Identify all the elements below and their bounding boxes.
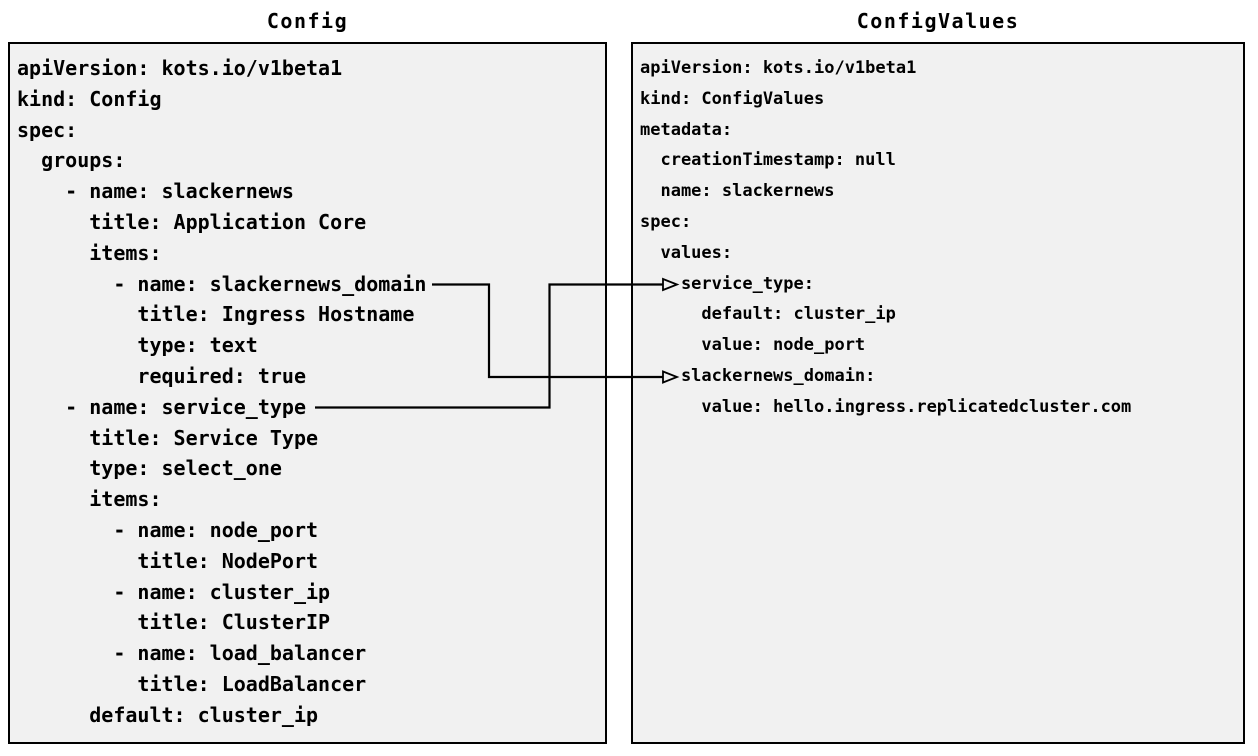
code-line: kind: Config: [17, 86, 162, 111]
code-line: title: Service Type: [17, 425, 319, 450]
config-panel-title: Config: [266, 9, 349, 33]
code-line: service_type:: [640, 273, 814, 294]
code-line: title: Ingress Hostname: [17, 302, 415, 327]
code-line: value: hello.ingress.replicatedcluster.c…: [640, 396, 1132, 417]
code-line: title: NodePort: [17, 548, 319, 573]
code-line: - name: slackernews_domain: [17, 271, 427, 296]
configvalues-yaml-box: apiVersion: kots.io/v1beta1 kind: ConfigV…: [631, 42, 1245, 744]
code-line: apiVersion: kots.io/v1beta1: [17, 56, 343, 80]
code-line: title: LoadBalancer: [17, 671, 367, 696]
code-line: - name: cluster_ip: [17, 579, 331, 604]
code-line: title: ClusterIP: [17, 610, 331, 635]
code-line: default: cluster_ip: [17, 702, 319, 727]
code-line: - name: load_balancer: [17, 641, 367, 666]
configvalues-panel-title: ConfigValues: [856, 9, 1020, 33]
code-line: items:: [17, 487, 162, 512]
code-line: spec:: [640, 211, 692, 232]
code-line: metadata:: [640, 119, 733, 140]
code-line: spec:: [17, 117, 78, 142]
code-line: items:: [17, 240, 162, 265]
code-line: value: node_port: [640, 335, 866, 356]
code-line: required: true: [17, 363, 306, 388]
code-line: title: Application Core: [17, 209, 367, 234]
code-line: apiVersion: kots.io/v1beta1: [640, 58, 917, 78]
code-line: name: slackernews: [640, 181, 835, 202]
code-line: type: text: [17, 333, 258, 358]
code-line: - name: service_type: [17, 394, 306, 419]
code-line: values:: [640, 242, 733, 263]
code-line: - name: node_port: [17, 517, 319, 542]
code-line: - name: slackernews: [17, 179, 294, 204]
code-line: type: select_one: [17, 456, 282, 481]
code-line: slackernews_domain:: [640, 365, 876, 386]
code-line: creationTimestamp: null: [640, 150, 896, 171]
code-line: kind: ConfigValues: [640, 88, 825, 109]
code-line: default: cluster_ip: [640, 304, 896, 325]
code-line: groups:: [17, 148, 126, 173]
config-yaml-box: apiVersion: kots.io/v1beta1 kind: Config s…: [8, 42, 607, 744]
